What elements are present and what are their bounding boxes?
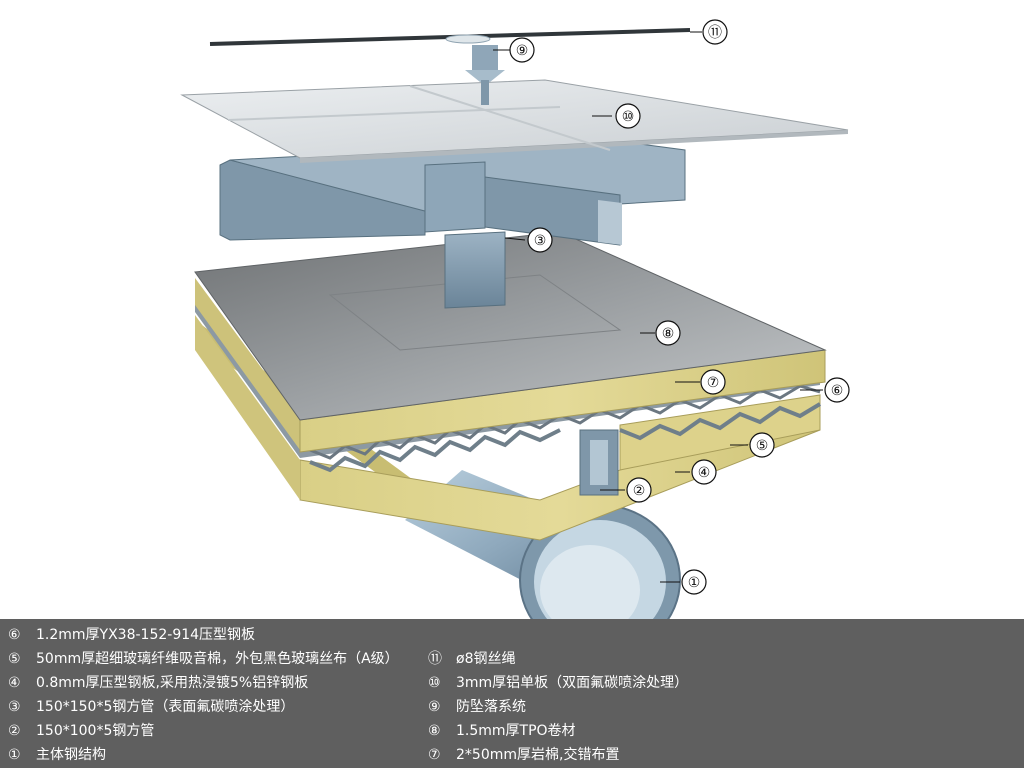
legend-left-column: ⑥ 1.2mm厚YX38-152-914压型钢板 ⑤ 50mm厚超细玻璃纤维吸音棉，…	[8, 623, 399, 767]
profiled-steel-sheet-1.2mm	[195, 300, 821, 460]
svg-text:⑧: ⑧	[662, 326, 675, 342]
legend-text: 150*100*5钢方管	[36, 723, 155, 739]
legend-text: ø8钢丝绳	[456, 651, 516, 667]
svg-text:⑦: ⑦	[707, 375, 720, 391]
legend-text: 1.5mm厚TPO卷材	[456, 723, 576, 739]
legend-item: ⑥ 1.2mm厚YX38-152-914压型钢板	[8, 623, 399, 647]
callout-4: ④	[691, 459, 717, 485]
legend-item: ⑩ 3mm厚铝单板（双面氟碳喷涂处理）	[428, 671, 688, 695]
svg-text:③: ③	[534, 233, 547, 249]
legend-panel: ⑥ 1.2mm厚YX38-152-914压型钢板 ⑤ 50mm厚超细玻璃纤维吸音棉，…	[0, 619, 1024, 768]
legend-number: ⑦	[428, 747, 441, 763]
legend-number: ③	[8, 699, 21, 715]
legend-item: ② 150*100*5钢方管	[8, 719, 399, 743]
steel-square-tube-150x100	[579, 429, 619, 496]
legend-item: ⑦ 2*50mm厚岩棉,交错布置	[428, 743, 688, 767]
aluminum-panel	[180, 79, 849, 163]
legend-item: ⑨ 防坠落系统	[428, 695, 688, 719]
legend-number: ⑥	[8, 627, 21, 643]
callout-9: ⑨	[509, 37, 535, 63]
callout-6: ⑥	[824, 377, 850, 403]
svg-text:④: ④	[698, 465, 711, 481]
callout-11: ⑪	[702, 19, 728, 45]
svg-text:⑤: ⑤	[756, 438, 769, 454]
legend-text: 0.8mm厚压型钢板,采用热浸镀5%铝锌钢板	[36, 675, 309, 691]
legend-item: ④ 0.8mm厚压型钢板,采用热浸镀5%铝锌钢板	[8, 671, 399, 695]
legend-item: ③ 150*150*5钢方管（表面氟碳喷涂处理）	[8, 695, 399, 719]
legend-number: ②	[8, 723, 21, 739]
steel-wire-rope	[209, 28, 691, 46]
svg-text:⑨: ⑨	[516, 43, 529, 59]
callout-2: ②	[626, 477, 652, 503]
legend-number: ⑤	[8, 651, 21, 667]
svg-text:⑥: ⑥	[831, 383, 844, 399]
callout-1: ①	[681, 569, 707, 595]
callout-5: ⑤	[749, 432, 775, 458]
legend-item: ① 主体钢结构	[8, 743, 399, 767]
legend-number: ④	[8, 675, 21, 691]
legend-text: 50mm厚超细玻璃纤维吸音棉，外包黑色玻璃丝布（A级）	[36, 651, 399, 667]
svg-text:⑩: ⑩	[622, 109, 635, 125]
callout-leaders	[493, 31, 823, 583]
svg-text:①: ①	[688, 575, 701, 591]
callout-3: ③	[527, 227, 553, 253]
legend-text: 主体钢结构	[36, 747, 106, 763]
legend-text: 防坠落系统	[456, 699, 526, 715]
legend-text: 1.2mm厚YX38-152-914压型钢板	[36, 627, 256, 643]
legend-number: ①	[8, 747, 21, 763]
callout-10: ⑩	[615, 103, 641, 129]
legend-text: 3mm厚铝单板（双面氟碳喷涂处理）	[456, 675, 689, 691]
steel-square-tube-150x150	[219, 139, 686, 309]
svg-text:②: ②	[633, 483, 646, 499]
callout-7: ⑦	[700, 369, 726, 395]
legend-number: ⑩	[428, 675, 441, 691]
legend-text: 2*50mm厚岩棉,交错布置	[456, 747, 620, 763]
legend-number: ⑨	[428, 699, 441, 715]
svg-text:⑪: ⑪	[708, 25, 722, 41]
legend-item: ⑪ ø8钢丝绳	[428, 647, 688, 671]
legend-right-column: ⑪ ø8钢丝绳 ⑩ 3mm厚铝单板（双面氟碳喷涂处理） ⑨ 防坠落系统 ⑧ 1.5mm厚…	[428, 647, 688, 767]
callout-8: ⑧	[655, 320, 681, 346]
legend-item: ⑤ 50mm厚超细玻璃纤维吸音棉，外包黑色玻璃丝布（A级）	[8, 647, 399, 671]
legend-number: ⑧	[428, 723, 441, 739]
profiled-steel-deck-0.8mm	[309, 402, 822, 473]
legend-text: 150*150*5钢方管（表面氟碳喷涂处理）	[36, 699, 295, 715]
legend-number: ⑪	[428, 651, 442, 667]
legend-item: ⑧ 1.5mm厚TPO卷材	[428, 719, 688, 743]
